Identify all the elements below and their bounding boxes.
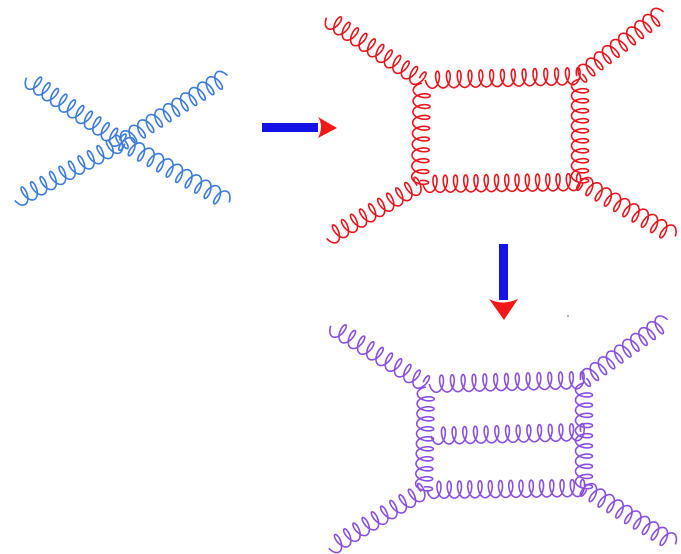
gluon-line [579,482,678,547]
arrow-shaft [262,123,318,132]
gluon-line [426,478,586,500]
one-loop-box-diagram [324,7,677,244]
tree-level-diagram [14,70,231,206]
gluon-line [424,66,581,90]
gluon-line [422,172,582,194]
gluon-line [14,134,124,206]
stray-dot [567,315,569,317]
gluon-line [581,315,669,388]
gluon-line [574,382,594,490]
gluon-line [428,370,585,394]
gluon-line [24,76,127,147]
gluon-line [410,82,431,186]
gluon-line [324,16,427,86]
arrow-down [489,244,518,320]
gluon-line [328,482,426,554]
gluon-line [326,176,422,244]
gluon-line [577,7,665,83]
gluon-line [328,324,431,389]
gluon-line [118,136,231,205]
gluon-line [119,70,229,150]
gluon-line [570,78,590,184]
arrow-head [318,117,337,138]
arrow-head [489,299,518,320]
gluon-line [414,386,436,492]
gluon-line [575,176,677,239]
arrow-shaft [499,244,508,300]
two-loop-double-box-diagram [328,315,678,554]
gluon-line [430,422,586,446]
arrow-right [262,117,337,138]
